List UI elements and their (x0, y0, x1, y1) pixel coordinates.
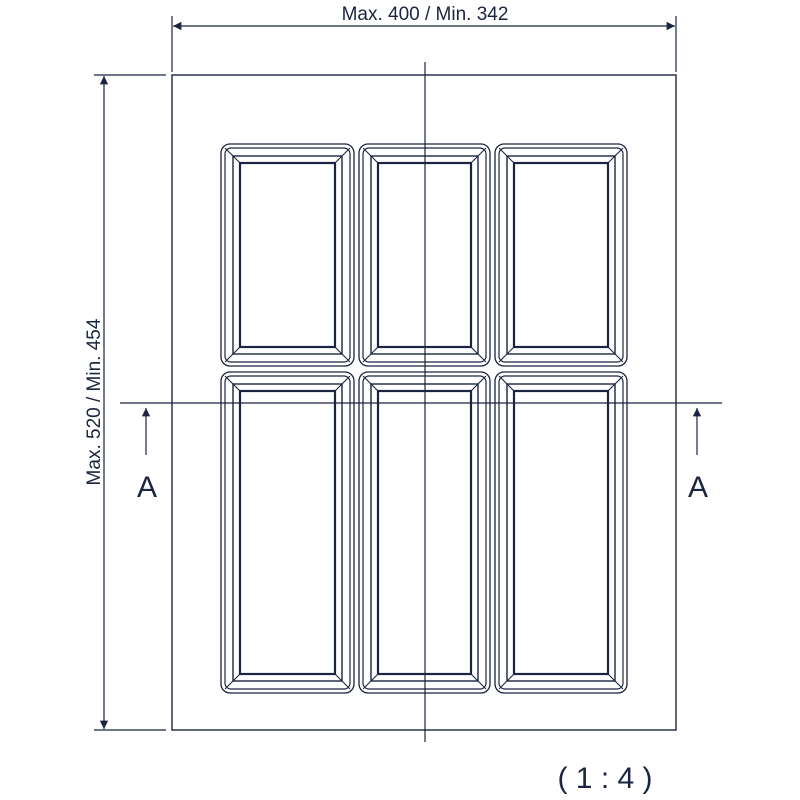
tray-corner-line (470, 375, 487, 392)
tray-corner-line (498, 673, 515, 690)
tray-bevel (232, 155, 343, 355)
tray-corner-line (498, 147, 515, 164)
height-dimension-label: Max. 520 / Min. 454 (84, 318, 105, 485)
tray-corner-line (607, 673, 624, 690)
tray-inner-rim (224, 375, 351, 690)
width-dimension: Max. 400 / Min. 342 (171, 4, 677, 72)
tray-corner-line (607, 147, 624, 164)
tray-bevel (506, 383, 616, 682)
height-dimension: Max. 520 / Min. 454 (84, 74, 166, 731)
tray-floor (238, 389, 337, 676)
tray-corner-line (362, 673, 379, 690)
tray-corner-line (334, 375, 351, 392)
tray-bevel (232, 383, 343, 682)
tray-corner-line (334, 673, 351, 690)
tray-corner-line (498, 346, 515, 363)
tray-corner-line (334, 147, 351, 164)
tray-inner-rim (224, 147, 351, 363)
tray-inner-rim (498, 147, 624, 363)
tray-corner-line (607, 375, 624, 392)
tray-floor (512, 389, 610, 676)
tray-corner-line (362, 375, 379, 392)
tray-floor (238, 161, 337, 349)
scale-label: ( 1 : 4 ) (557, 762, 652, 795)
section-marker-right: A (688, 408, 708, 504)
tray-corner-line (334, 346, 351, 363)
tray-corner-line (224, 673, 241, 690)
section-label-right: A (688, 471, 708, 504)
tray-outer-rim (494, 371, 628, 694)
tray-corner-line (470, 147, 487, 164)
tray-corner-line (470, 673, 487, 690)
tray-inner-rim (498, 375, 624, 690)
tray-corner-line (362, 147, 379, 164)
compartment-tray (494, 371, 628, 694)
tray-corner-line (224, 346, 241, 363)
tray-corner-line (498, 375, 515, 392)
tray-bevel (506, 155, 616, 355)
section-label-left: A (137, 471, 157, 504)
tray-corner-line (607, 346, 624, 363)
compartment-tray (494, 143, 628, 367)
tray-outer-rim (494, 143, 628, 367)
section-marker-left: A (137, 408, 157, 504)
tray-outer-rim (220, 143, 355, 367)
width-dimension-label: Max. 400 / Min. 342 (342, 4, 509, 25)
compartment-tray (220, 143, 355, 367)
tray-floor (512, 161, 610, 349)
compartments-group (220, 143, 628, 694)
compartment-tray (220, 371, 355, 694)
tray-corner-line (224, 147, 241, 164)
tray-corner-line (470, 346, 487, 363)
tray-corner-line (362, 346, 379, 363)
tray-corner-line (224, 375, 241, 392)
tray-outer-rim (220, 371, 355, 694)
